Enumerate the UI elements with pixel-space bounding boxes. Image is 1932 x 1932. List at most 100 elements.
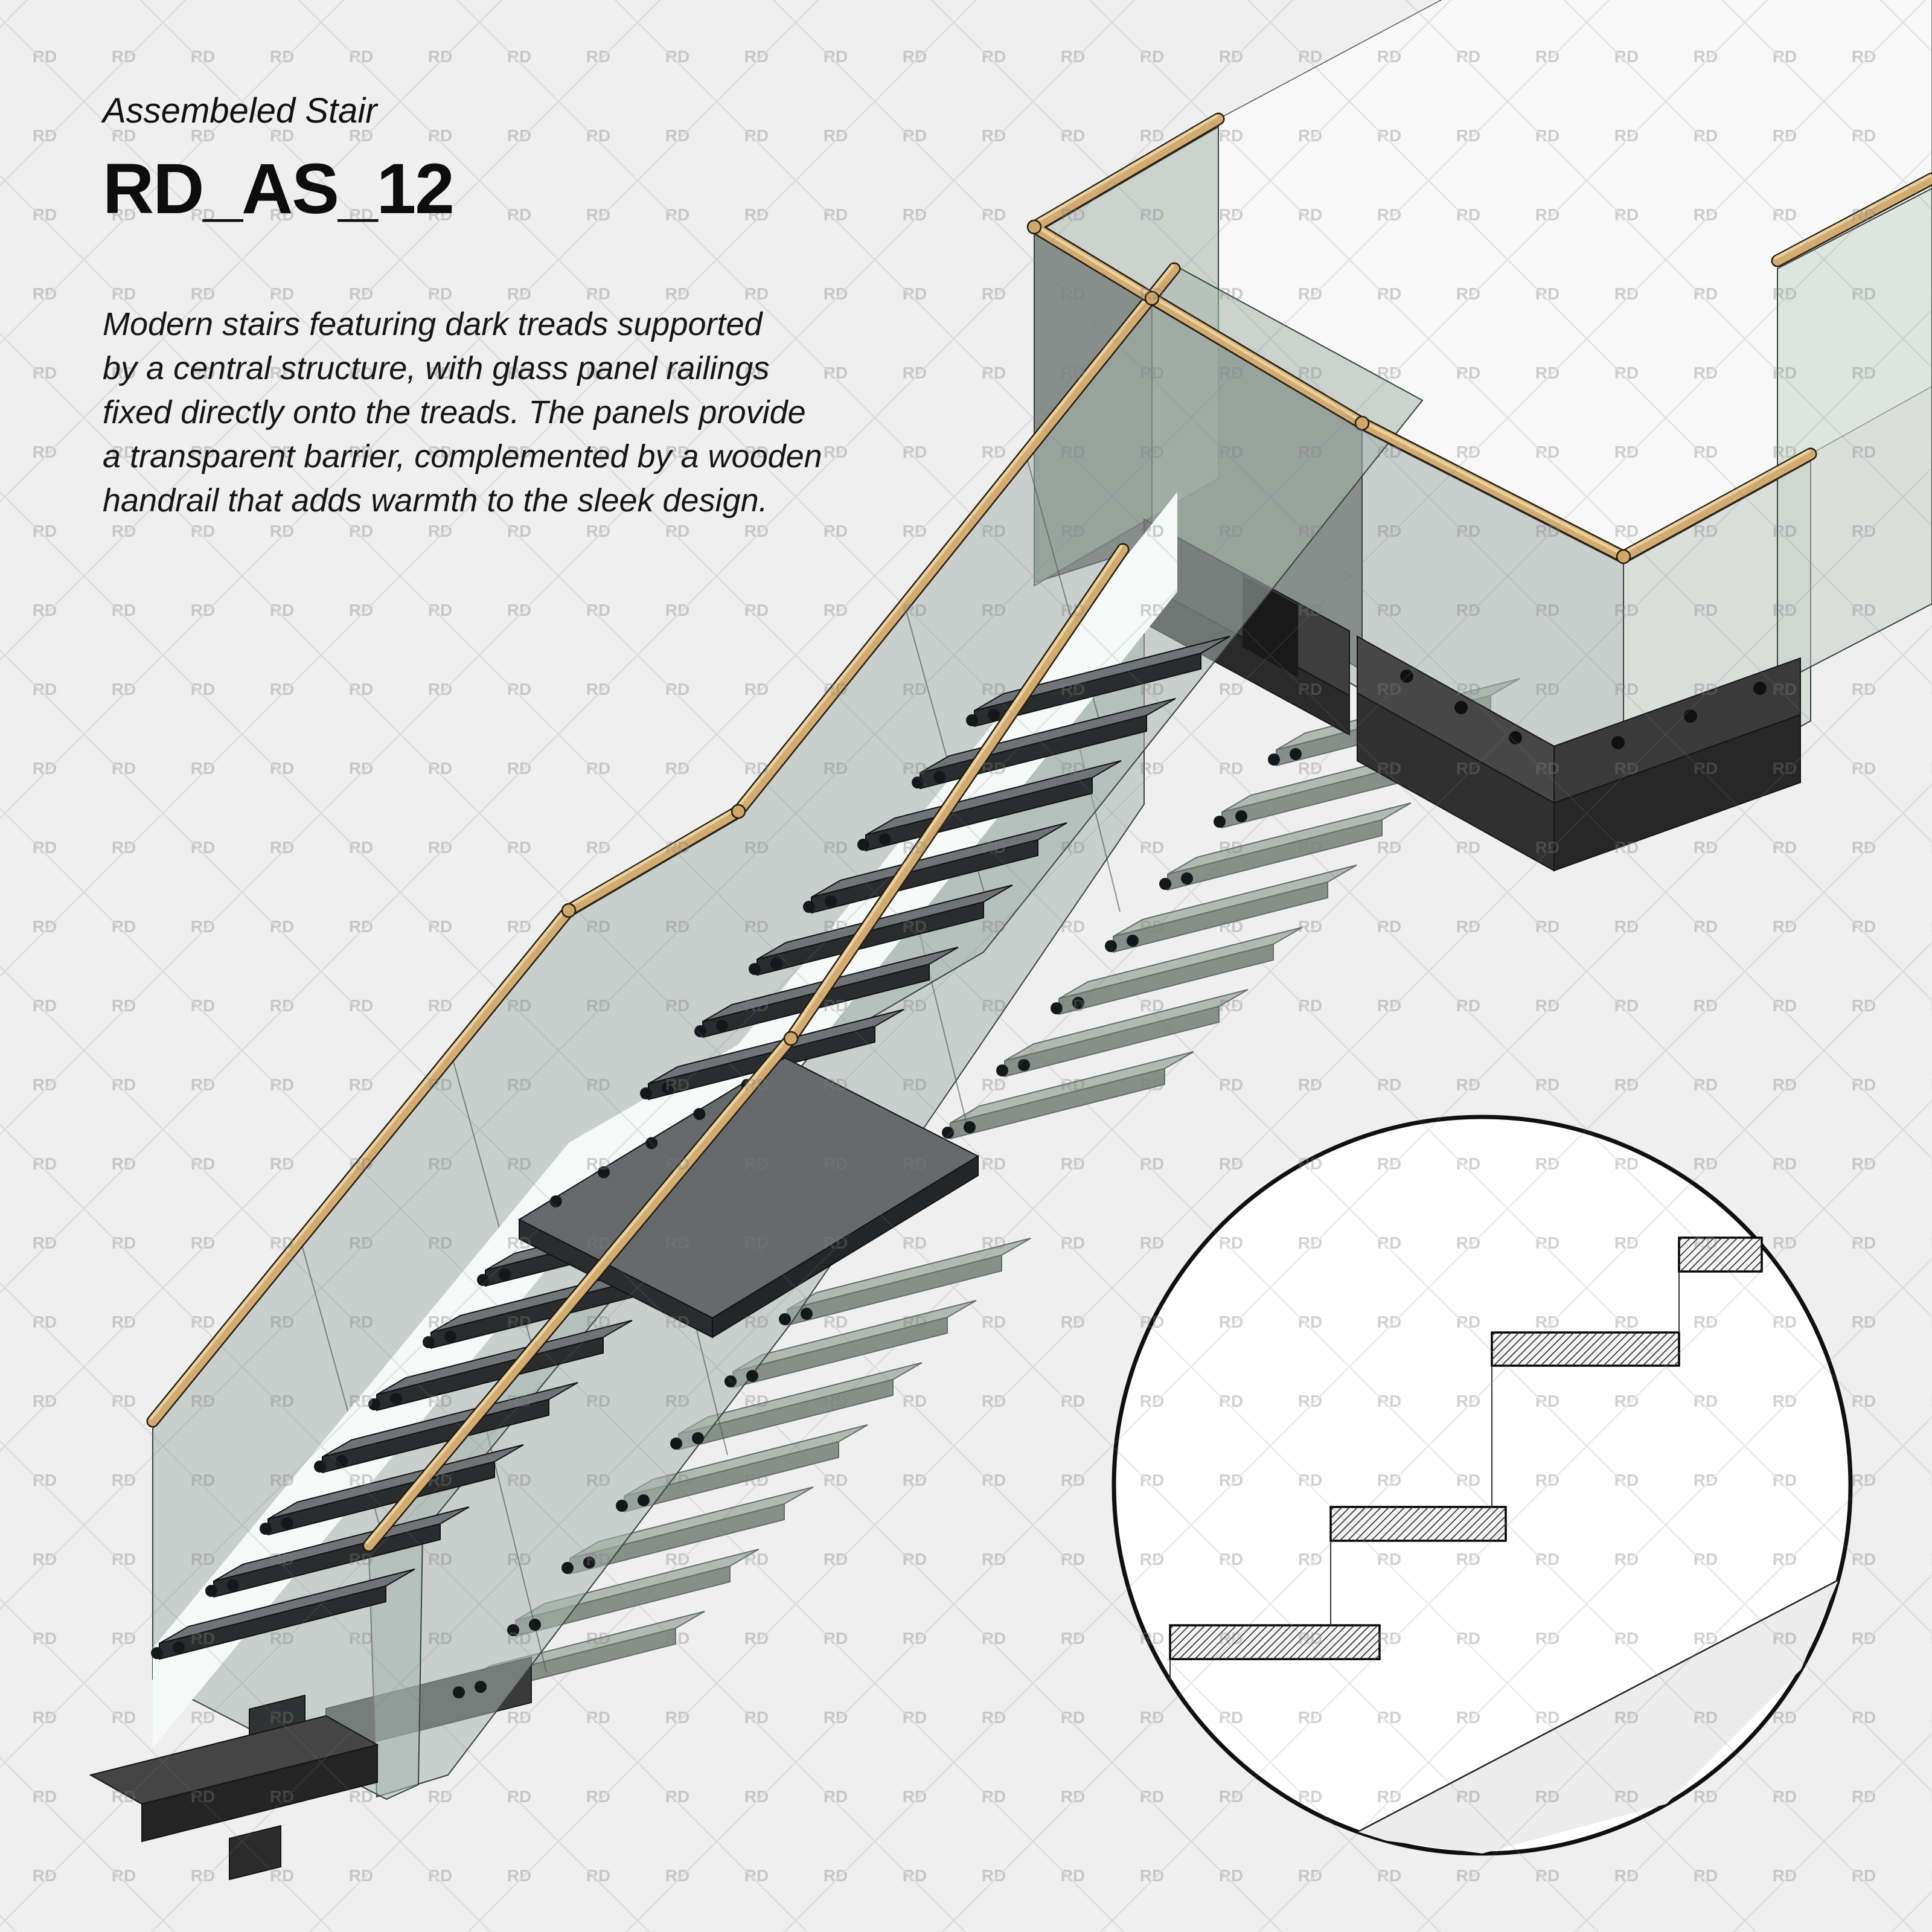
clamp-bolt bbox=[390, 1393, 402, 1405]
clamp-bolt bbox=[453, 1686, 465, 1698]
clamp-bolt bbox=[662, 1082, 674, 1094]
clamp-bolt bbox=[336, 1455, 348, 1467]
clamp-bolt bbox=[779, 1313, 791, 1325]
clamp-bolt bbox=[616, 1500, 628, 1512]
clamp-bolt bbox=[988, 709, 1000, 721]
hatch-line bbox=[1572, 1332, 1606, 1366]
clamp-bolt bbox=[260, 1523, 272, 1535]
detail-floor-wedge bbox=[1358, 1580, 1838, 1854]
clamp-bolt bbox=[746, 1370, 758, 1382]
hatch-line bbox=[1556, 1332, 1590, 1366]
clamp-bolt bbox=[692, 1432, 704, 1444]
clamp-bolt bbox=[645, 1137, 658, 1150]
clamp-bolt bbox=[1181, 872, 1193, 884]
far-slab-top bbox=[1167, 802, 1412, 875]
clamp-bolt bbox=[1105, 940, 1117, 952]
text-block: Assembeled Stair RD_AS_12 Modern stairs … bbox=[103, 91, 822, 523]
hatch-line bbox=[1433, 1506, 1468, 1541]
handrail-joint bbox=[1026, 219, 1042, 235]
description-line: by a central structure, with glass panel… bbox=[103, 350, 770, 386]
clamp-bolt bbox=[638, 1494, 650, 1506]
clamp-bolt bbox=[561, 1562, 574, 1574]
clamp-bolt bbox=[694, 1025, 706, 1037]
fascia-bolt bbox=[1684, 709, 1697, 723]
hatch-line bbox=[1386, 1506, 1421, 1541]
far-slab-front bbox=[1113, 881, 1328, 953]
clamp-bolt bbox=[640, 1087, 652, 1099]
handrail-joint bbox=[783, 1031, 799, 1046]
clamp-bolt bbox=[205, 1585, 217, 1597]
clamp-bolt bbox=[803, 901, 815, 913]
hatch-line bbox=[1394, 1506, 1429, 1541]
clamp-bolt bbox=[1290, 748, 1302, 760]
hatch-line bbox=[1425, 1506, 1460, 1541]
product-subtitle: Assembeled Stair bbox=[103, 91, 377, 130]
clamp-bolt bbox=[314, 1460, 326, 1473]
detail-callout-circle bbox=[1112, 1115, 1853, 1856]
clamp-bolt bbox=[801, 1308, 813, 1320]
clamp-bolt bbox=[1159, 878, 1171, 890]
hatch-line bbox=[1402, 1506, 1437, 1541]
description-line: handrail that adds warmth to the sleek d… bbox=[103, 482, 768, 519]
clamp-bolt bbox=[942, 1127, 954, 1139]
clamp-bolt bbox=[1072, 997, 1084, 1009]
fascia-bolt bbox=[1400, 670, 1413, 683]
handrail-joint bbox=[1144, 290, 1160, 306]
clamp-bolt bbox=[670, 1438, 682, 1450]
fascia-bolt bbox=[1454, 701, 1468, 714]
clamp-bolt bbox=[423, 1336, 435, 1348]
clamp-bolt bbox=[549, 1195, 562, 1208]
clamp-bolt bbox=[693, 1108, 706, 1121]
description-line: fixed directly onto the treads. The pane… bbox=[103, 394, 806, 430]
far-slab-top bbox=[1058, 927, 1303, 999]
clamp-bolt bbox=[1051, 1002, 1063, 1014]
fascia-bolt bbox=[1611, 736, 1625, 749]
hatch-line bbox=[1564, 1332, 1598, 1366]
description-line: Modern stairs featuring dark treads supp… bbox=[103, 306, 763, 342]
clamp-bolt bbox=[996, 1064, 1008, 1076]
handrail-joint bbox=[731, 804, 746, 819]
clamp-bolt bbox=[770, 958, 782, 970]
product-title: RD_AS_12 bbox=[103, 149, 455, 229]
hatch-line bbox=[1169, 1625, 1174, 1630]
hatch-line bbox=[1410, 1506, 1445, 1541]
clamp-bolt bbox=[912, 776, 924, 788]
clamp-bolt bbox=[879, 833, 891, 845]
clamp-bolt bbox=[507, 1624, 519, 1636]
clamp-bolt bbox=[499, 1268, 511, 1281]
clamp-bolt bbox=[529, 1619, 541, 1631]
hatch-line bbox=[1579, 1332, 1614, 1366]
clamp-bolt bbox=[444, 1331, 456, 1343]
fascia-bolt bbox=[1753, 682, 1767, 695]
clamp-bolt bbox=[749, 963, 761, 975]
far-slab-top bbox=[1113, 865, 1357, 937]
upper-floor-glass-panel bbox=[1777, 187, 1932, 685]
hatch-line bbox=[1418, 1506, 1453, 1541]
clamp-bolt bbox=[151, 1647, 163, 1659]
clamp-bolt bbox=[173, 1642, 185, 1654]
handrail-joint bbox=[1354, 415, 1370, 431]
clamp-bolt bbox=[964, 1121, 976, 1133]
clamp-bolt bbox=[227, 1579, 239, 1591]
clamp-bolt bbox=[477, 1274, 489, 1286]
far-slab-top bbox=[1004, 989, 1249, 1061]
hatch-line bbox=[1587, 1332, 1622, 1366]
product-description: Modern stairs featuring dark treads supp… bbox=[103, 302, 822, 523]
clamp-bolt bbox=[1214, 816, 1226, 828]
far-slab-front bbox=[1167, 819, 1383, 891]
clamp-bolt bbox=[857, 839, 869, 851]
description-line: a transparent barrier, complemented by a… bbox=[103, 438, 822, 475]
far-slab-top bbox=[950, 1051, 1194, 1124]
far-slab-front bbox=[1058, 943, 1274, 1016]
clamp-bolt bbox=[724, 1375, 737, 1387]
base-block bbox=[89, 1694, 379, 1881]
clamp-bolt bbox=[966, 714, 978, 726]
clamp-bolt bbox=[825, 895, 837, 907]
clamp-bolt bbox=[1018, 1059, 1030, 1071]
handrail-joint bbox=[561, 903, 577, 918]
fascia-bolt bbox=[1509, 731, 1522, 744]
far-slab-front bbox=[950, 1067, 1165, 1140]
clamp-bolt bbox=[475, 1681, 487, 1693]
clamp-bolt bbox=[1268, 753, 1280, 766]
clamp-bolt bbox=[583, 1556, 595, 1569]
